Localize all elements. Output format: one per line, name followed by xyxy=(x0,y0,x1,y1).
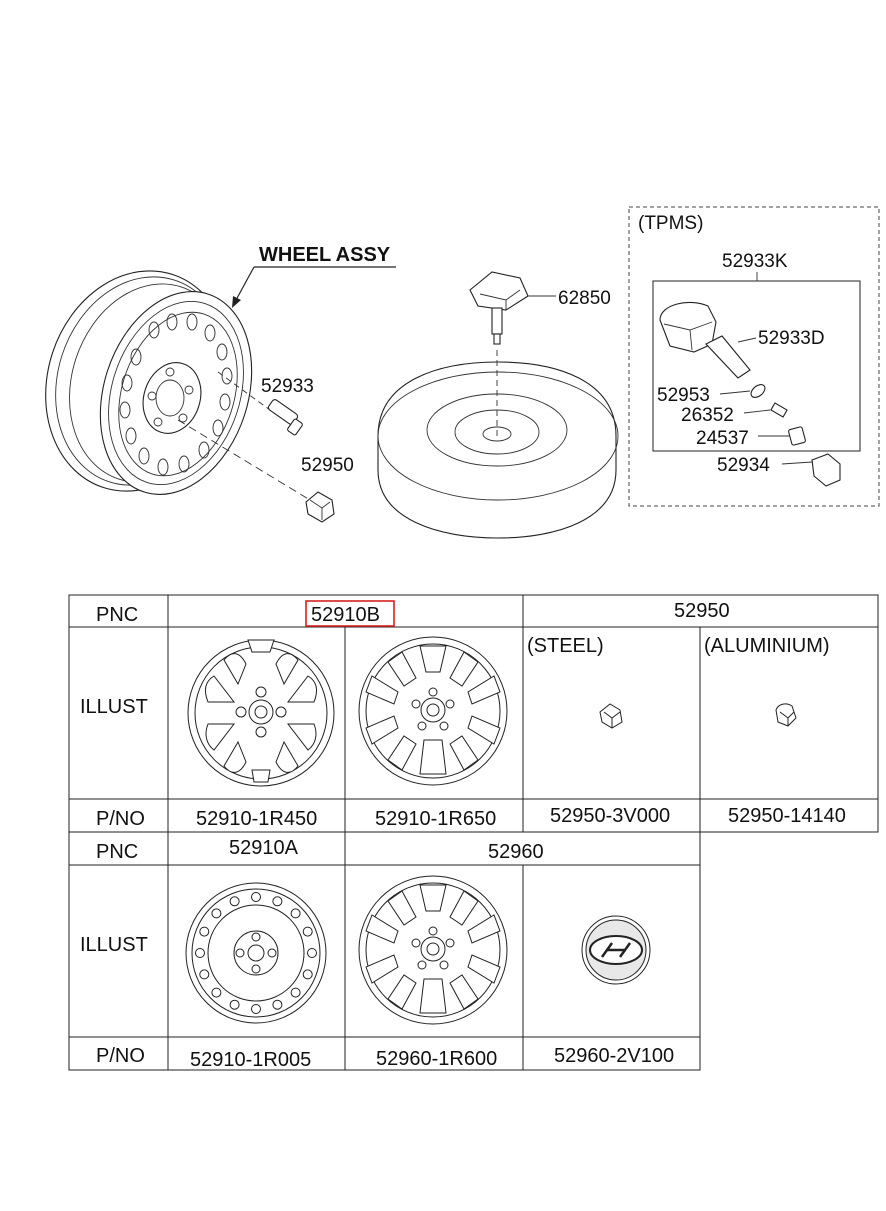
callout-52933K: 52933K xyxy=(722,251,788,272)
pno-52910-1R650: 52910-1R650 xyxy=(375,808,496,830)
vent-hole xyxy=(290,908,301,919)
vent-hole xyxy=(251,1004,261,1014)
parts-table-top xyxy=(68,594,879,833)
callout-52934: 52934 xyxy=(717,455,770,476)
callout-52933D: 52933D xyxy=(758,328,825,349)
vent-hole xyxy=(272,999,283,1010)
callout-62850: 62850 xyxy=(558,288,611,309)
vent-hole xyxy=(302,926,313,937)
vent-hole xyxy=(272,896,283,907)
vent-hole xyxy=(229,896,240,907)
tpms-kit-box xyxy=(652,280,861,452)
wheel-assy-leader xyxy=(235,266,255,301)
pnc-52960: 52960 xyxy=(488,841,544,863)
pnc-52910B: 52910B xyxy=(311,604,380,626)
vent-hole xyxy=(229,999,240,1010)
row-label-illust-top: ILLUST xyxy=(80,696,148,718)
vent-hole xyxy=(199,926,210,937)
hub-cap-emblem-icon xyxy=(581,915,651,985)
tpms-nut-icon xyxy=(781,453,841,487)
callout-52950: 52950 xyxy=(301,455,354,476)
steel-label: (STEEL) xyxy=(527,635,604,657)
callout-52953: 52953 xyxy=(657,385,710,406)
vent-hole xyxy=(211,908,222,919)
tpms-washer-icon xyxy=(719,384,766,398)
tpms-label: (TPMS) xyxy=(638,213,703,234)
vent-hole xyxy=(195,948,205,958)
wheel-rim-steel xyxy=(185,882,327,1024)
row-label-pnc-bottom: PNC xyxy=(96,841,138,863)
pno-52960-2V100: 52960-2V100 xyxy=(554,1045,674,1067)
vent-hole xyxy=(199,969,210,980)
vent-hole xyxy=(290,987,301,998)
row-label-pno-bottom: P/NO xyxy=(96,1045,145,1067)
callout-24537: 24537 xyxy=(696,428,749,449)
valve-stem-icon xyxy=(217,371,303,436)
vent-hole xyxy=(302,969,313,980)
wheel-assy-label: WHEEL ASSY xyxy=(259,244,391,266)
parts-table-bottom xyxy=(68,831,701,1071)
lug-nut-icon xyxy=(177,419,335,523)
lug-nut-icon xyxy=(599,703,623,729)
tpms-group-box xyxy=(628,206,880,507)
row-label-pnc-top: PNC xyxy=(96,604,138,626)
vent-hole xyxy=(211,987,222,998)
highlight-box xyxy=(305,600,395,627)
pnc-52910A: 52910A xyxy=(229,837,299,859)
tpms-valve-core-icon xyxy=(743,402,788,418)
wheel-vent-holes xyxy=(195,892,317,1014)
pno-52950-14140: 52950-14140 xyxy=(728,805,846,827)
tpms-cap-icon xyxy=(758,426,806,446)
wheel-assy-arrowhead xyxy=(232,296,241,308)
pno-52960-1R600: 52960-1R600 xyxy=(376,1048,497,1070)
pnc-52950: 52950 xyxy=(674,600,730,622)
vent-hole xyxy=(251,892,261,902)
callout-52933: 52933 xyxy=(261,376,314,397)
alloy-wheel-icon xyxy=(187,639,335,787)
hold-down-bolt-icon xyxy=(469,271,556,345)
row-label-illust-bottom: ILLUST xyxy=(80,934,148,956)
aluminium-label: (ALUMINIUM) xyxy=(704,635,830,657)
vent-hole xyxy=(307,948,317,958)
row-label-pno-top: P/NO xyxy=(96,808,145,830)
pno-52910-1R005: 52910-1R005 xyxy=(190,1049,311,1071)
alloy-wheel-icon xyxy=(358,636,508,786)
callout-26352: 26352 xyxy=(681,405,734,426)
steel-wheel-drawing xyxy=(45,270,253,495)
lug-nut-icon xyxy=(775,703,797,727)
tpms-sensor-icon xyxy=(659,301,757,379)
pno-52950-3V000: 52950-3V000 xyxy=(550,805,670,827)
alloy-wheel-icon xyxy=(358,875,508,1025)
pno-52910-1R450: 52910-1R450 xyxy=(196,808,317,830)
spare-tire-icon xyxy=(377,350,619,539)
